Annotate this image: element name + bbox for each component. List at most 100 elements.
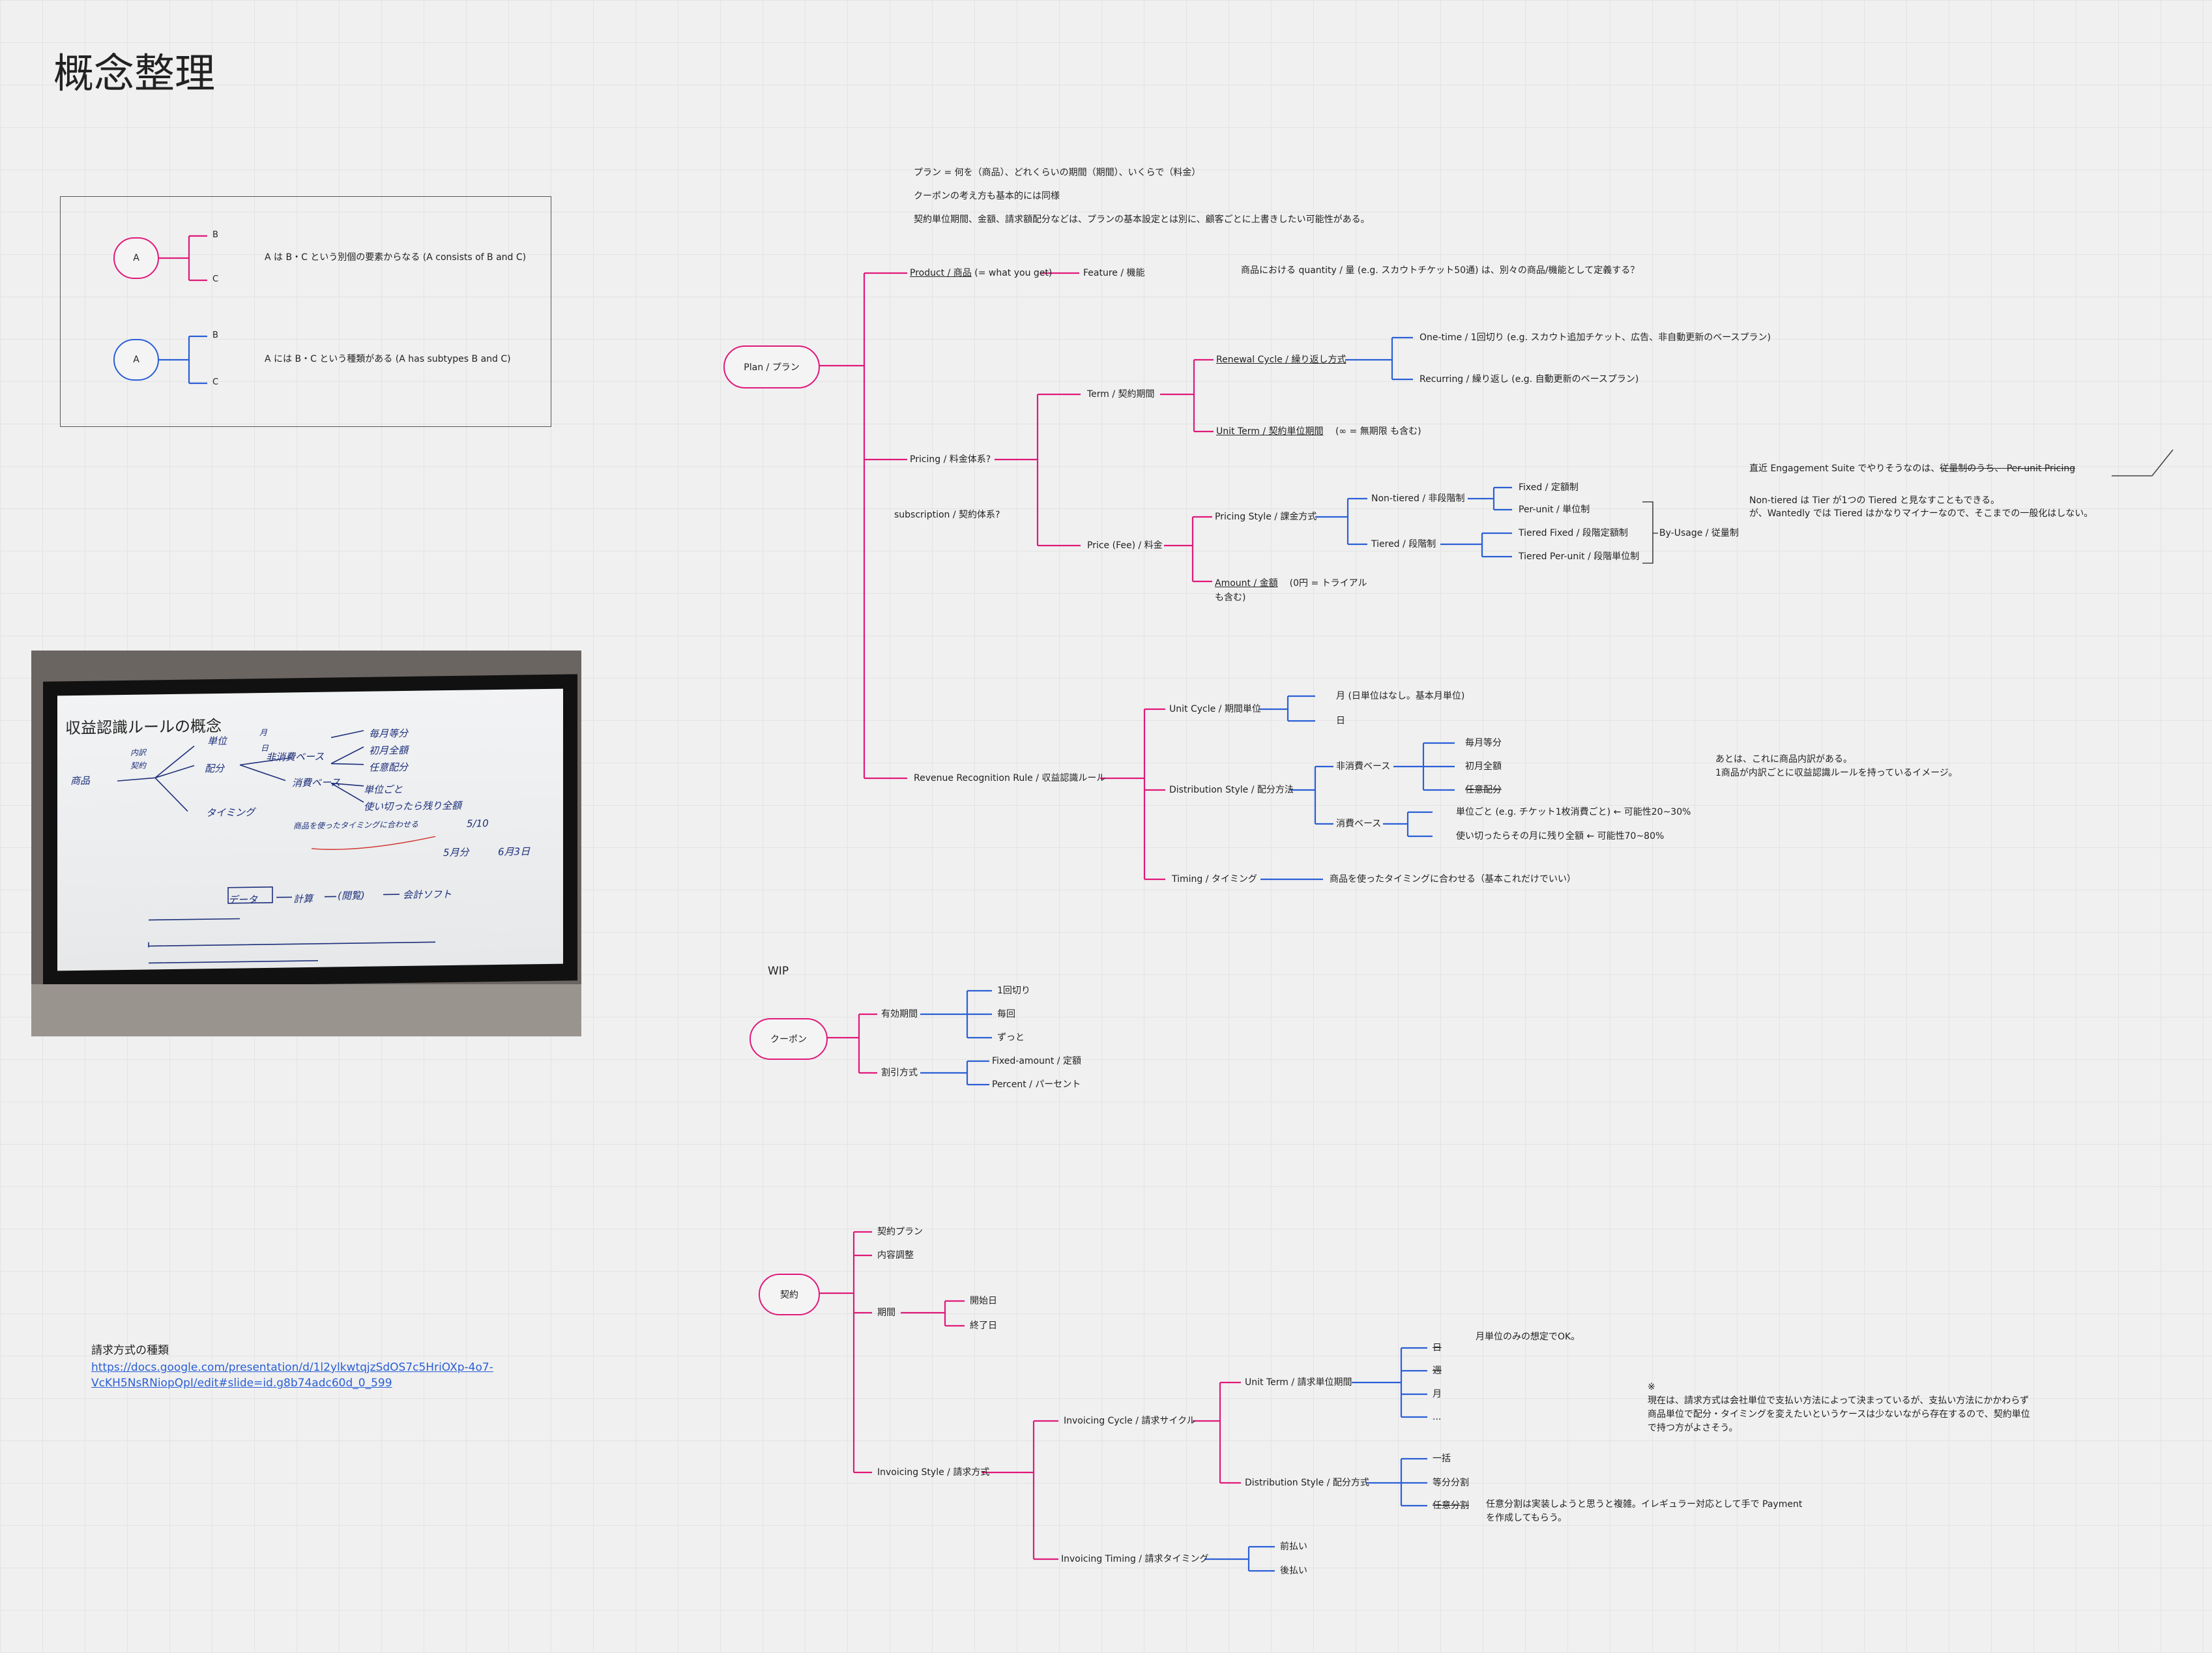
tier-note-2: が、Wantedly では Tiered はかなりマイナーなので、そこまでの一般…	[1749, 508, 2093, 519]
contract-end-node[interactable]: 終了日	[970, 1321, 997, 1331]
contract-adjust-node[interactable]: 内容調整	[877, 1250, 914, 1261]
month-node[interactable]: 月 (日単位はなし。基本月単位)	[1336, 691, 1465, 701]
whiteboard-surface: 収益認識ルールの概念 商品 内訳 契約 単位 月 日 配分 非消費ベース 毎月等…	[57, 688, 563, 971]
tiered-node[interactable]: Tiered / 段階制	[1371, 539, 1436, 549]
plan-definition-note: プラン = 何を（商品）、どれくらいの期間（期間）、いくらで（料金）	[914, 168, 1201, 178]
contract-day-node[interactable]: 日	[1433, 1343, 1442, 1353]
per-unit-consume-node[interactable]: 単位ごと (e.g. チケット1枚消費ごと) ← 可能性20~30%	[1456, 807, 1691, 817]
page-title: 概念整理	[53, 50, 216, 97]
invoicing-timing-node[interactable]: Invoicing Timing / 請求タイミング	[1061, 1554, 1209, 1564]
onetime-node[interactable]: One-time / 1回切り (e.g. スカウト追加チケット、広告、非自動更…	[1419, 332, 1771, 343]
whiteboard-frame: 収益認識ルールの概念 商品 内訳 契約 単位 月 日 配分 非消費ベース 毎月等…	[43, 674, 577, 988]
contract-lump-node[interactable]: 一括	[1433, 1454, 1451, 1464]
revenue-note-1: あとは、これに商品内訳がある。	[1715, 754, 1852, 765]
consumption-node[interactable]: 消費ベース	[1336, 819, 1382, 829]
arbitrary-distribution-node[interactable]: 任意配分	[1465, 785, 1502, 795]
monthly-equal-node[interactable]: 毎月等分	[1465, 738, 1502, 748]
legend-consists-desc: A は B・C という別個の要素からなる (A consists of B an…	[265, 252, 527, 263]
contract-root-node[interactable]: 契約	[759, 1274, 820, 1315]
engagement-prefix: 直近 Engagement Suite でやりそうなのは、	[1749, 463, 1940, 474]
timing-desc-node[interactable]: 商品を使ったタイミングに合わせる（基本これだけでいい）	[1330, 874, 1576, 885]
amount-suffix-1: (0円 = トライアル	[1289, 578, 1367, 589]
contract-arbitrary-node[interactable]: 任意分割	[1433, 1500, 1469, 1511]
legend-consists-node[interactable]: A	[113, 237, 159, 279]
whiteboard-photo[interactable]: 収益認識ルールの概念 商品 内訳 契約 単位 月 日 配分 非消費ベース 毎月等…	[31, 651, 581, 1036]
billing-types-link-line-1[interactable]: https://docs.google.com/presentation/d/1…	[91, 1361, 493, 1374]
invoice-note-3: で持つ方がよさそう。	[1648, 1423, 1738, 1433]
day-node[interactable]: 日	[1336, 716, 1345, 726]
coupon-validity-node[interactable]: 有効期間	[881, 1009, 918, 1019]
first-month-node[interactable]: 初月全額	[1465, 761, 1502, 772]
postpay-node[interactable]: 後払い	[1280, 1566, 1307, 1576]
product-node[interactable]: Product / 商品 (= what you get)	[910, 269, 1052, 278]
tiered-per-unit-node[interactable]: Tiered Per-unit / 段階単位制	[1519, 551, 1640, 562]
legend-consists-child-b: B	[212, 230, 218, 240]
monthly-only-note: 月単位のみの想定でOK。	[1476, 1332, 1580, 1342]
coupon-fixed-amount-node[interactable]: Fixed-amount / 定額	[992, 1056, 1081, 1066]
invoice-note-2: 商品単位で配分・タイミングを変えたいというケースは少ないながら存在するので、契約…	[1648, 1409, 2030, 1420]
legend-box[interactable]	[60, 196, 551, 427]
engagement-note: 直近 Engagement Suite でやりそうなのは、従量制のうち、 Per…	[1749, 464, 2075, 473]
unit-term-node[interactable]: Unit Term / 契約単位期間 (∞ = 無期限 も含む)	[1216, 427, 1421, 436]
amount-label: Amount / 金額	[1215, 578, 1278, 589]
renewal-cycle-node[interactable]: Renewal Cycle / 繰り返し方式	[1216, 355, 1346, 365]
by-usage-bracket	[1642, 501, 1658, 564]
contract-month-node[interactable]: 月	[1433, 1389, 1442, 1399]
annotation-stroke	[2112, 449, 2174, 476]
contract-more-node[interactable]: ...	[1433, 1412, 1442, 1422]
unit-cycle-node[interactable]: Unit Cycle / 期間単位	[1169, 704, 1261, 714]
term-node[interactable]: Term / 契約期間	[1087, 389, 1155, 400]
contract-plan-node[interactable]: 契約プラン	[877, 1227, 923, 1237]
contract-equal-node[interactable]: 等分分割	[1433, 1478, 1469, 1488]
billing-types-link-line-2[interactable]: VcKH5NsRNiopQpI/edit#slide=id.g8b74adc60…	[91, 1377, 392, 1390]
non-tiered-node[interactable]: Non-tiered / 非段階制	[1371, 493, 1465, 504]
coupon-every-node[interactable]: 毎回	[997, 1009, 1015, 1019]
price-node[interactable]: Price (Fee) / 料金	[1087, 540, 1163, 551]
coupon-forever-node[interactable]: ずっと	[997, 1032, 1025, 1043]
coupon-discount-node[interactable]: 割引方式	[881, 1068, 918, 1078]
tiered-fixed-node[interactable]: Tiered Fixed / 段階定額制	[1519, 528, 1628, 538]
contract-start-node[interactable]: 開始日	[970, 1296, 997, 1306]
invoicing-style-node[interactable]: Invoicing Style / 請求方式	[877, 1467, 990, 1478]
legend-subtypes-child-c: C	[212, 377, 219, 387]
contract-week-node[interactable]: 週	[1433, 1366, 1442, 1376]
distribution-method-node[interactable]: Distribution Style / 配分方法	[1169, 785, 1294, 795]
by-usage-label: By-Usage / 従量制	[1659, 528, 1739, 538]
timing-node[interactable]: Timing / タイミング	[1172, 874, 1257, 885]
invoice-note-1: 現在は、請求方式は会社単位で支払い方法によって決まっているが、支払い方法にかかわ…	[1648, 1396, 2030, 1406]
pricing-node[interactable]: Pricing / 料金体系?	[910, 454, 991, 465]
pricing-style-node[interactable]: Pricing Style / 課金方式	[1215, 512, 1317, 522]
subscription-label: subscription / 契約体系?	[894, 510, 1000, 520]
non-consumption-node[interactable]: 非消費ベース	[1336, 761, 1391, 772]
subtype-connectors	[159, 335, 1512, 1572]
product-label: Product / 商品	[910, 268, 972, 278]
feature-node[interactable]: Feature / 機能	[1083, 268, 1145, 278]
fixed-node[interactable]: Fixed / 定額制	[1519, 482, 1579, 493]
contract-period-node[interactable]: 期間	[877, 1308, 895, 1318]
remaining-node[interactable]: 使い切ったらその月に残り全額 ← 可能性70~80%	[1456, 831, 1665, 841]
wip-label: WIP	[768, 965, 789, 978]
coupon-percent-node[interactable]: Percent / パーセント	[992, 1079, 1081, 1090]
legend-subtypes-desc: A には B・C という種類がある (A has subtypes B and …	[265, 354, 511, 364]
plan-root-node[interactable]: Plan / プラン	[723, 345, 820, 388]
legend-subtypes-node[interactable]: A	[113, 339, 159, 381]
wb-ink-lines	[117, 730, 435, 964]
contract-distribution-node[interactable]: Distribution Style / 配分方式	[1245, 1478, 1369, 1488]
prepay-node[interactable]: 前払い	[1280, 1542, 1307, 1552]
contract-unit-term-node[interactable]: Unit Term / 請求単位期間	[1245, 1377, 1352, 1388]
engagement-struck: 従量制のうち、 Per-unit Pricing	[1940, 463, 2076, 474]
revenue-rule-node[interactable]: Revenue Recognition Rule / 収益認識ルール	[914, 773, 1106, 783]
per-unit-node[interactable]: Per-unit / 単位制	[1519, 505, 1590, 515]
legend-subtypes-child-b: B	[212, 330, 218, 340]
recurring-node[interactable]: Recurring / 繰り返し (e.g. 自動更新のベースプラン)	[1419, 374, 1639, 385]
whiteboard-floor	[31, 984, 581, 1036]
revenue-note-2: 1商品が内訳ごとに収益認識ルールを持っているイメージ。	[1715, 768, 1958, 778]
amount-node[interactable]: Amount / 金額(0円 = トライアルも含む)	[1215, 576, 1367, 605]
coupon-once-node[interactable]: 1回切り	[997, 986, 1030, 996]
arbitrary-note-2: を作成してもらう。	[1486, 1513, 1567, 1523]
invoicing-cycle-node[interactable]: Invoicing Cycle / 請求サイクル	[1064, 1416, 1196, 1426]
coupon-root-node[interactable]: クーポン	[749, 1018, 828, 1060]
invoice-note-mark: ※	[1648, 1382, 1655, 1392]
